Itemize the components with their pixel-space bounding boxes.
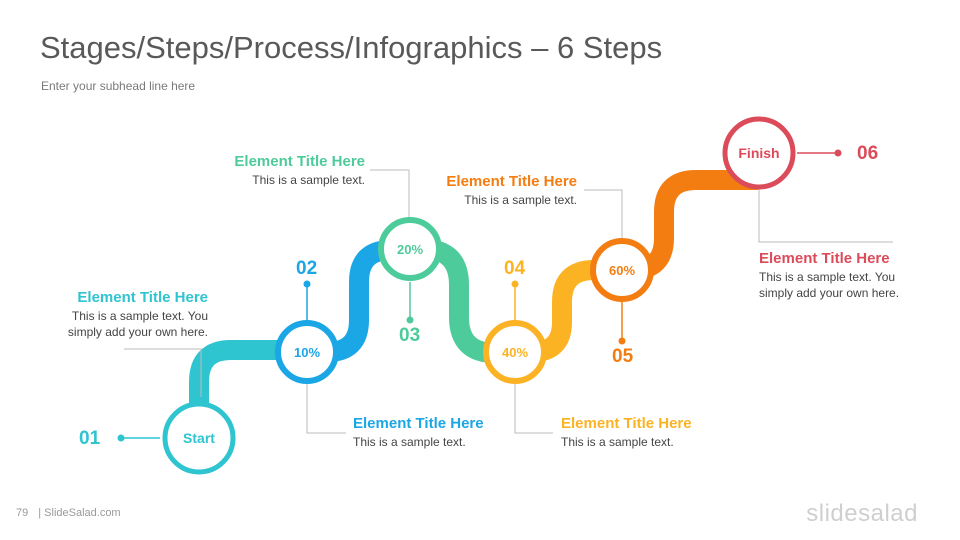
stem-dot-06 [834,149,842,157]
slide-title: Stages/Steps/Process/Infographics – 6 St… [40,30,663,65]
step-label-05: 60% [609,263,635,278]
step-desc-03: This is a sample text. [252,173,365,187]
step-title-04: Element Title Here [561,415,692,432]
step-circle-03 [378,217,442,281]
step-text-05: Element Title Here This is a sample text… [417,173,577,208]
stem-dot-05 [618,337,626,345]
stem-dot-04 [511,280,519,288]
step-circle-06 [722,116,796,190]
road-segment-2 [307,240,410,362]
step-text-02: Element Title Here This is a sample text… [353,415,513,450]
step-desc-05: This is a sample text. [464,193,577,207]
step-number-05: 05 [612,346,634,367]
step-title-05: Element Title Here [446,173,577,190]
connector-line-5 [584,189,623,240]
step-label-01: Start [183,430,215,446]
step-text-06: Element Title Here This is a sample text… [759,250,929,301]
stem-dot-03 [406,316,414,324]
connector-line-4 [514,382,553,434]
brand-logo: slidesalad [806,500,918,527]
step-title-03: Element Title Here [234,153,365,170]
page-number: 79 [16,507,29,519]
step-label-04: 40% [502,345,528,360]
step-circle-02 [275,320,339,384]
step-label-03: 20% [397,242,423,257]
step-text-04: Element Title Here This is a sample text… [561,415,721,450]
step-text-03: Element Title Here This is a sample text… [205,153,365,188]
stem-dot-02 [303,280,311,288]
step-desc-02: This is a sample text. [353,435,466,449]
step-desc-06: This is a sample text. You simply add yo… [759,270,900,300]
step-number-04: 04 [504,258,526,279]
step-title-02: Element Title Here [353,415,484,432]
connector-line-1 [124,348,202,397]
connector-line-2 [306,382,346,434]
step-number-03: 03 [399,325,421,346]
step-number-01: 01 [79,428,101,449]
step-title-01: Element Title Here [77,289,208,306]
footer: 79 | SlideSalad.com [16,507,121,519]
connector-line-3 [370,169,410,219]
slide-subhead: Enter your subhead line here [41,79,196,93]
connector-line-6 [758,188,893,243]
road-segment-1 [189,340,299,438]
step-circle-04 [483,320,547,384]
step-desc-04: This is a sample text. [561,435,674,449]
footer-site: | SlideSalad.com [38,507,121,519]
step-label-02: 10% [294,345,320,360]
step-label-06: Finish [738,145,779,161]
step-number-06: 06 [857,143,879,164]
stem-dot-01 [117,434,125,442]
step-number-02: 02 [296,258,318,279]
step-desc-01: This is a sample text. You simply add yo… [67,309,208,339]
step-circle-01 [162,401,236,475]
step-circle-05 [590,238,654,302]
step-title-06: Element Title Here [759,250,890,267]
step-text-01: Element Title Here This is a sample text… [40,289,208,340]
